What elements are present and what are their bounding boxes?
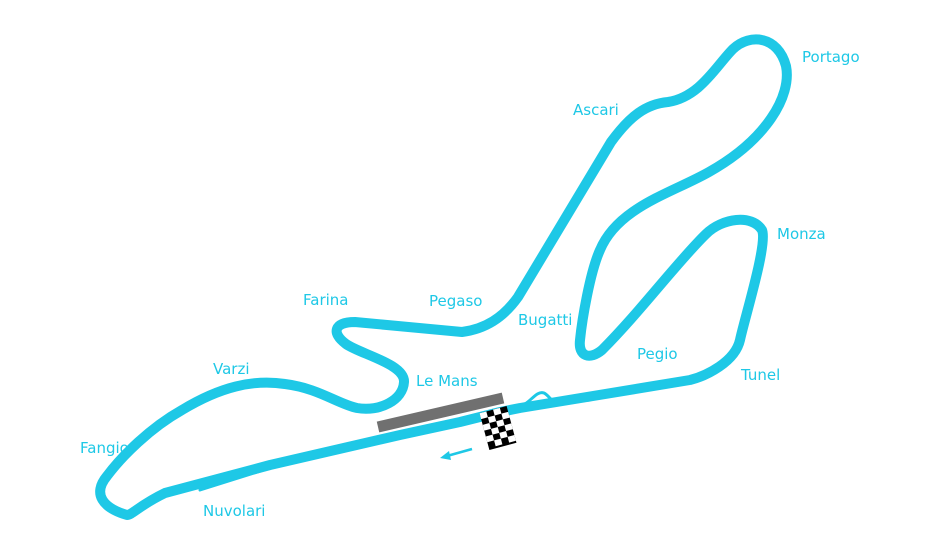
corner-label-portago: Portago <box>802 48 860 66</box>
corner-label-farina: Farina <box>303 291 348 309</box>
pit-lane <box>376 392 505 433</box>
corner-label-bugatti: Bugatti <box>518 311 572 329</box>
corner-label-tunel: Tunel <box>740 366 780 384</box>
corner-label-monza: Monza <box>777 225 826 243</box>
corner-label-pegio: Pegio <box>637 345 678 363</box>
track-outline <box>95 34 792 520</box>
corner-label-nuvolari: Nuvolari <box>203 502 265 520</box>
checkered-flag-icon <box>479 406 517 450</box>
corner-label-le-mans: Le Mans <box>416 372 478 390</box>
corner-label-ascari: Ascari <box>573 101 619 119</box>
corner-label-pegaso: Pegaso <box>429 292 482 310</box>
arrow-left-icon <box>440 447 473 460</box>
corner-label-varzi: Varzi <box>213 360 250 378</box>
inner-service-road <box>198 391 592 492</box>
corner-label-fangio: Fangio <box>80 439 129 457</box>
